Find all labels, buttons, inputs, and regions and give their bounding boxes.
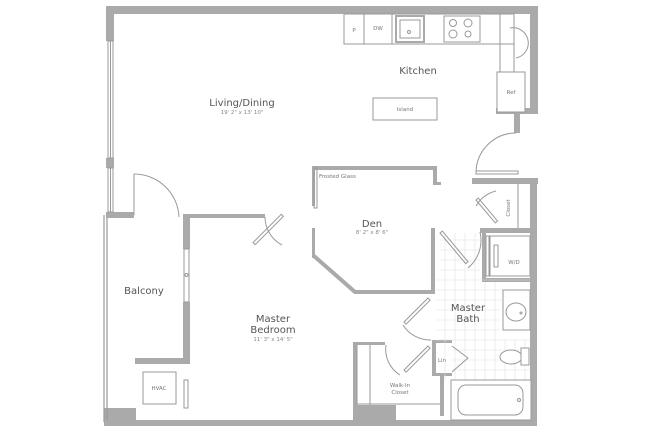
master-bath-label-line1: Master	[451, 303, 486, 314]
kitchen-label: Kitchen	[399, 66, 437, 77]
den-angled-wall	[312, 254, 357, 294]
exterior-walls	[104, 6, 538, 426]
living-dining-dimensions: 19' 2" x 13' 10"	[221, 110, 264, 116]
kitchen-counters	[343, 13, 529, 121]
closet-door	[475, 190, 499, 224]
closet-label: Closet	[506, 199, 512, 217]
dishwasher-label: DW	[373, 26, 383, 32]
walk-in-closet-label-line2: Closet	[391, 390, 409, 396]
linen-label: Lin	[438, 358, 447, 364]
interior-walls	[183, 108, 538, 426]
master-bedroom-label-line1: Master	[256, 314, 291, 325]
bedroom-door	[252, 213, 285, 246]
bedroom-bath-door	[402, 297, 432, 341]
den-label: Den	[362, 219, 382, 230]
frosted-glass	[313, 167, 318, 209]
pantry-label: P	[352, 28, 356, 34]
living-windows	[107, 40, 114, 213]
bedroom-slider	[183, 248, 190, 303]
den-dimensions: 8' 2" x 8' 6"	[356, 230, 388, 236]
washer-dryer-label: W/D	[508, 260, 520, 266]
bath-fixtures	[450, 289, 532, 421]
walk-in-door	[356, 344, 440, 405]
balcony-outline	[103, 215, 108, 422]
living-dining-label: Living/Dining	[209, 98, 274, 109]
island-label: Island	[397, 107, 413, 113]
bath-door	[439, 230, 482, 269]
master-bedroom-label-line2: Bedroom	[250, 325, 295, 336]
hvac-label: HVAC	[151, 386, 166, 392]
hvac-unit	[142, 371, 189, 409]
linen-door	[451, 345, 469, 373]
refrigerator-label: Ref	[507, 90, 517, 96]
master-bath-label-line2: Bath	[456, 314, 479, 325]
closet-door-hallway	[475, 132, 519, 175]
balcony-label: Balcony	[124, 286, 164, 297]
balcony-door	[133, 173, 180, 218]
bath-tiles	[436, 233, 530, 380]
washer-dryer	[485, 235, 531, 277]
frosted-glass-label: Frosted Glass	[319, 174, 356, 180]
master-bedroom-dimensions: 11' 3" x 14' 5"	[253, 337, 292, 343]
walk-in-closet-label-line1: Walk-In	[390, 383, 411, 389]
